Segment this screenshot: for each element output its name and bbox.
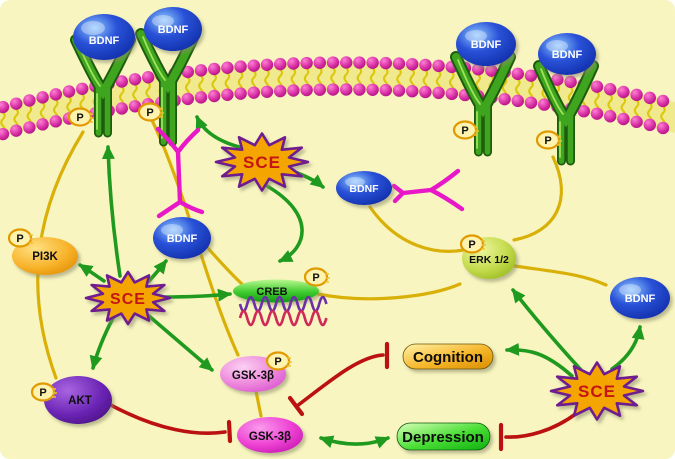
inhibit-bar-gsk3b-right <box>287 395 305 417</box>
pathway-erk-to-bdnf <box>513 264 608 287</box>
arrow-gsk3b-depression <box>319 435 390 449</box>
arrow-sce-to-bdnf-right <box>610 325 645 371</box>
phospho-badge: P <box>535 130 562 150</box>
phospho-badge: P <box>459 234 486 254</box>
sce-burst-bottom: SCE <box>549 361 645 421</box>
arrow-sce-to-pi3k <box>78 263 106 283</box>
trkb-receptor <box>70 34 136 138</box>
bdnf-label: BDNF <box>158 24 189 36</box>
pi3k-node: PI3K <box>12 237 78 275</box>
bdnf-label: BDNF <box>167 233 198 245</box>
pathway-receptor4-to-erk <box>512 155 563 242</box>
dna-helix <box>238 295 328 327</box>
erk-label: ERK 1/2 <box>469 254 509 266</box>
akt-label: AKT <box>68 395 92 407</box>
inhibition-lines-red <box>105 341 579 452</box>
depression-pill: Depression <box>396 422 491 451</box>
cognition-pill: Cognition <box>402 343 494 370</box>
inhibit-bar-gsk3b-left <box>226 419 233 444</box>
bdnf-free-left: BDNF <box>153 217 211 259</box>
arrow-sce-to-receptor1 <box>101 145 122 278</box>
phospho-badges: P P P P P P P P P <box>7 102 562 402</box>
sce-label: SCE <box>243 153 281 172</box>
phospho-label: P <box>39 387 46 399</box>
akt-node: AKT <box>44 376 112 424</box>
phospho-label: P <box>274 356 281 368</box>
bdnf-label: BDNF <box>552 49 583 61</box>
arrow-sce-to-gsk3b-phospho <box>147 314 214 372</box>
phospho-badge: P <box>265 351 292 371</box>
phospho-label: P <box>146 107 153 119</box>
arrow-sce-to-erk <box>511 288 583 372</box>
trkb-receptors <box>70 28 599 166</box>
pi3k-label: PI3K <box>32 251 58 263</box>
bdnf-label: BDNF <box>89 35 120 47</box>
phospho-label: P <box>76 112 83 124</box>
sce-label: SCE <box>578 382 616 401</box>
sce-burst-top: SCE <box>214 132 310 192</box>
inhibit-gsk3b-cognition <box>295 353 385 408</box>
bdnf-ligands: BDNF BDNF BDNF BDNF BDNF BDNF BDNF <box>73 7 670 319</box>
depression-label: Depression <box>402 429 484 446</box>
gsk3b-active-node: GSK-3β <box>237 417 303 453</box>
arrow-sce-to-akt <box>89 316 115 370</box>
bdnf-on-receptor3: BDNF <box>456 22 516 66</box>
creb-node: CREB <box>233 279 328 327</box>
inhibit-akt-to-gsk3b <box>105 401 227 435</box>
arrow-sce-to-bdnf-left <box>147 259 168 283</box>
creb-label: CREB <box>256 286 287 298</box>
inhibit-sce-to-depression <box>504 411 579 439</box>
phospho-label: P <box>16 233 23 245</box>
phospho-badge: P <box>452 120 479 140</box>
trkb-receptor <box>533 60 599 166</box>
phospho-label: P <box>312 272 319 284</box>
cognition-label: Cognition <box>413 349 483 366</box>
phospho-badge: P <box>137 102 164 122</box>
antibody-sideways <box>391 168 465 212</box>
pathway-bdnf-to-erk <box>368 205 466 253</box>
pathway-bdnf-to-creb <box>205 245 246 288</box>
bdnf-on-receptor2: BDNF <box>144 7 202 51</box>
arrow-sce-to-creb-top <box>265 184 304 263</box>
phospho-badge: P <box>7 228 34 248</box>
phospho-label: P <box>461 125 468 137</box>
bdnf-label: BDNF <box>625 293 656 305</box>
phospho-badge: P <box>303 267 330 287</box>
phospho-label: P <box>468 239 475 251</box>
bdnf-label: BDNF <box>471 39 502 51</box>
bdnf-free-right: BDNF <box>610 277 670 319</box>
antibody-vertical <box>155 126 205 219</box>
bdnf-on-receptor4: BDNF <box>538 33 596 75</box>
phospho-label: P <box>544 135 551 147</box>
phospho-badge: P <box>67 107 94 127</box>
trkb-receptor <box>450 51 516 157</box>
pathway-gsk3b-phospho-link <box>254 389 263 418</box>
bdnf-free-mid: BDNF <box>336 171 392 205</box>
phospho-badge: P <box>30 382 57 402</box>
sce-burst-middle: SCE <box>84 270 172 326</box>
gsk3b-label: GSK-3β <box>249 431 291 443</box>
sce-label: SCE <box>110 291 146 308</box>
arrow-sce-to-cognition <box>505 342 574 378</box>
bdnf-on-receptor1: BDNF <box>73 14 135 60</box>
gsk3b-label: GSK-3β <box>232 370 274 382</box>
pathway-creb-to-erk <box>316 282 462 301</box>
bdnf-label: BDNF <box>349 183 379 195</box>
